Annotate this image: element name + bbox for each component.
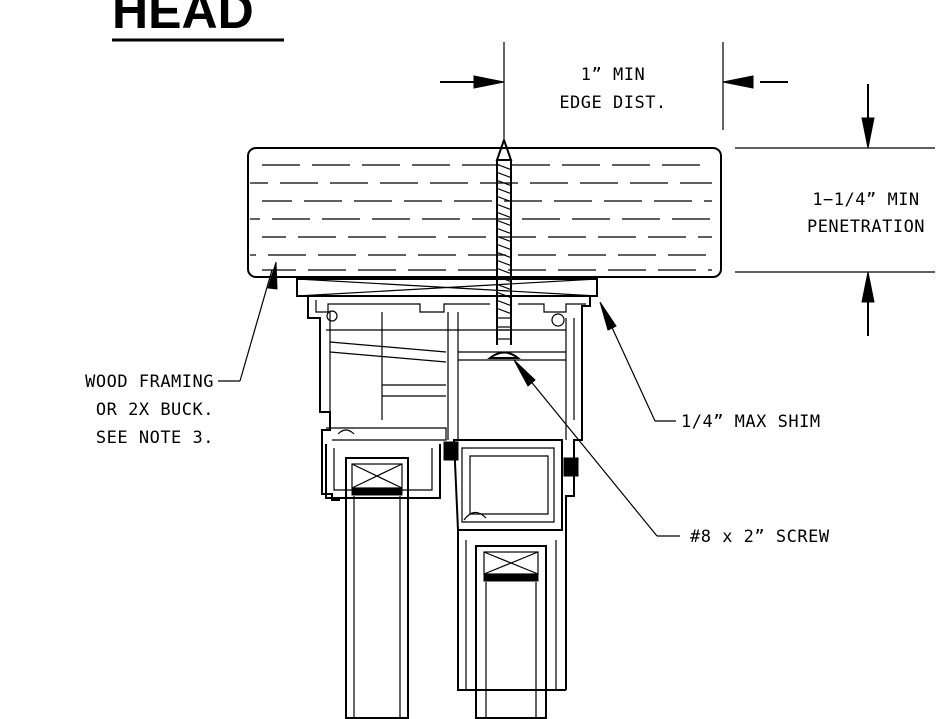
wood-framing-block: [247, 147, 722, 278]
weatherstrip: [443, 441, 579, 477]
shim-leader: [599, 301, 676, 422]
wood-framing-label-3: SEE NOTE 3.: [96, 428, 214, 448]
edge-distance-dimension: 1” MIN EDGE DIST.: [440, 42, 788, 138]
wood-framing-label-1: WOOD FRAMING: [85, 372, 214, 392]
screw: [487, 136, 521, 359]
screw-label: #8 x 2” SCREW: [690, 527, 830, 547]
title-head: HEAD: [112, 0, 254, 39]
edge-distance-label-2: EDGE DIST.: [559, 93, 666, 113]
wood-framing-label-2: OR 2X BUCK.: [96, 400, 214, 420]
shim-label: 1/4” MAX SHIM: [681, 412, 821, 432]
penetration-label-2: PENETRATION: [807, 217, 925, 237]
penetration-label-1: 1−1/4” MIN: [812, 190, 919, 210]
wood-framing-leader: [218, 261, 278, 382]
window-frame: [307, 295, 591, 690]
shim: [296, 278, 598, 297]
screw-leader: [513, 359, 680, 537]
penetration-dimension: 1−1/4” MIN PENETRATION: [735, 84, 935, 336]
left-sash: [325, 444, 441, 719]
edge-distance-label-1: 1” MIN: [581, 65, 645, 85]
right-sash: [452, 439, 566, 719]
